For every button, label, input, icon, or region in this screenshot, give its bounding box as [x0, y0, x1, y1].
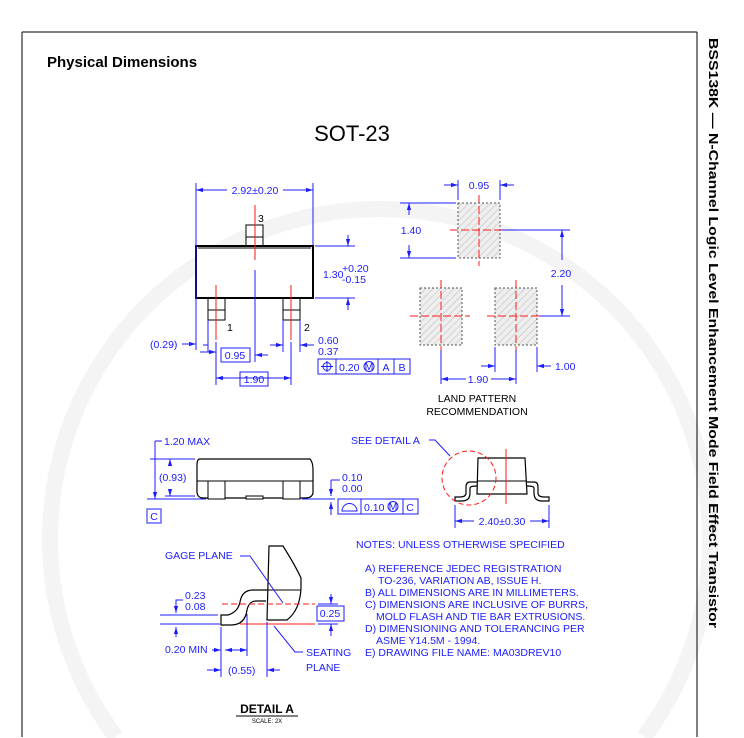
- drawing-side-view-body-height: (0.93): [159, 472, 186, 484]
- drawing-notes-lines-2: B) ALL DIMENSIONS ARE IN MILLIMETERS.: [365, 587, 579, 599]
- coplanarity-frame: 0.10 M C: [337, 498, 419, 515]
- drawing-land-pattern-pad-length: 1.40: [401, 225, 422, 237]
- drawing-land-pattern-label-1: LAND PATTERN: [438, 393, 516, 405]
- width-dim: 2.92±0.20: [232, 185, 279, 197]
- drawing-top-view-fcf-a: A: [382, 362, 389, 374]
- drawing-side-view-max-height: 1.20 MAX: [164, 436, 210, 448]
- drawing-end-view-width-dim: 2.40±0.30: [479, 516, 526, 528]
- watermark-arc: [42, 201, 718, 738]
- drawing-notes-lines-0: A) REFERENCE JEDEC REGISTRATION: [365, 563, 561, 575]
- drawing-detail-thick-min: 0.08: [185, 601, 206, 613]
- offset-dim: (0.29): [150, 339, 177, 351]
- package-name: SOT-23: [314, 121, 390, 146]
- drawing-land-pattern-pitch: 1.90: [468, 374, 489, 386]
- drawing-land-pattern-pad-gap: 1.00: [555, 361, 576, 373]
- drawing-detail-seating-1: SEATING: [306, 647, 351, 659]
- top-view: 2.92±0.20 3 1 2 1.30 +0.20 -0.15 (0.29) …: [150, 183, 411, 387]
- side-title: BSS138K — N-Channel Logic Level Enhancem…: [706, 38, 721, 628]
- lead-min: 0.37: [318, 346, 339, 358]
- drawing-side-view-fcf-tol: 0.10: [364, 502, 385, 514]
- detail-a: GAGE PLANE 0.23 0.08 0.25 0.20 MIN (0.55…: [160, 545, 351, 725]
- drawing-notes-lines-7: E) DRAWING FILE NAME: MA03DREV10: [365, 647, 561, 659]
- drawing-detail-thick-max: 0.23: [185, 590, 206, 602]
- drawing-side-view-standoff-max: 0.10: [342, 472, 363, 484]
- land-pattern: 0.95 1.40 2.20 1.90 1.00 LAND PATTERN RE…: [400, 180, 576, 418]
- drawing-detail-gage-plane: GAGE PLANE: [165, 550, 233, 562]
- drawing-top-view-fcf-b: B: [398, 362, 405, 374]
- drawing-top-view-fcf-mod: M: [365, 361, 374, 373]
- pin-2-label: 2: [304, 322, 310, 334]
- drawing-detail-seating-2: PLANE: [306, 662, 340, 674]
- drawing-land-pattern-label-2: RECOMMENDATION: [426, 406, 527, 418]
- mmc-icon: [363, 361, 375, 372]
- pitch-dim: 0.95: [225, 350, 246, 362]
- drawing-land-pattern-row-span: 2.20: [551, 268, 572, 280]
- height-tol-minus: -0.15: [342, 274, 366, 286]
- side-view: 1.20 MAX (0.93) C 0.10 0.00 0.10 M C: [146, 436, 419, 524]
- detail-scale: SCALE: 2X: [252, 719, 282, 725]
- drawing-detail-foot-min: 0.20 MIN: [165, 644, 208, 656]
- drawing-top-view-fcf-tol: 0.20: [339, 362, 360, 374]
- drawing-side-view-fcf-datum: C: [406, 502, 414, 514]
- drawing-detail-gage-dim: 0.25: [320, 608, 341, 620]
- drawing-notes-lines-3: C) DIMENSIONS ARE INCLUSIVE OF BURRS,: [365, 599, 588, 611]
- pin-1-label: 1: [227, 322, 233, 334]
- position-tolerance-frame: 0.20 M A B: [317, 358, 411, 375]
- lead-max: 0.60: [318, 335, 339, 347]
- drawing-side-view-fcf-mod: M: [389, 501, 398, 513]
- page-title: Physical Dimensions: [47, 54, 197, 71]
- page-frame: [21, 31, 718, 738]
- drawing-land-pattern-pad-width: 0.95: [469, 180, 490, 192]
- span-dim: 1.90: [244, 374, 265, 386]
- see-detail-label: SEE DETAIL A: [351, 435, 420, 447]
- datum-c: C: [150, 511, 158, 523]
- drawing-notes-lines-6: ASME Y14.5M - 1994.: [376, 635, 480, 647]
- drawing-side-view-standoff-min: 0.00: [342, 483, 363, 495]
- drawing-notes-lines-1: TO-236, VARIATION AB, ISSUE H.: [378, 575, 541, 587]
- end-view: SEE DETAIL A 2.40±0.30: [351, 435, 550, 528]
- detail-title: DETAIL A: [240, 702, 294, 716]
- mmc-icon: [387, 501, 399, 512]
- drawing-notes-lines-5: D) DIMENSIONING AND TOLERANCING PER: [365, 623, 585, 635]
- height-tol-plus: +0.20: [342, 263, 369, 275]
- drawing-detail-foot-ref: (0.55): [228, 665, 255, 677]
- notes-heading: NOTES: UNLESS OTHERWISE SPECIFIED: [356, 539, 565, 551]
- height-dim: 1.30: [323, 269, 344, 281]
- pin-3-label: 3: [258, 213, 264, 225]
- notes: NOTES: UNLESS OTHERWISE SPECIFIED A) REF…: [356, 539, 588, 659]
- profile-icon: [341, 503, 358, 512]
- drawing-notes-lines-4: MOLD FLASH AND TIE BAR EXTRUSIONS.: [376, 611, 585, 623]
